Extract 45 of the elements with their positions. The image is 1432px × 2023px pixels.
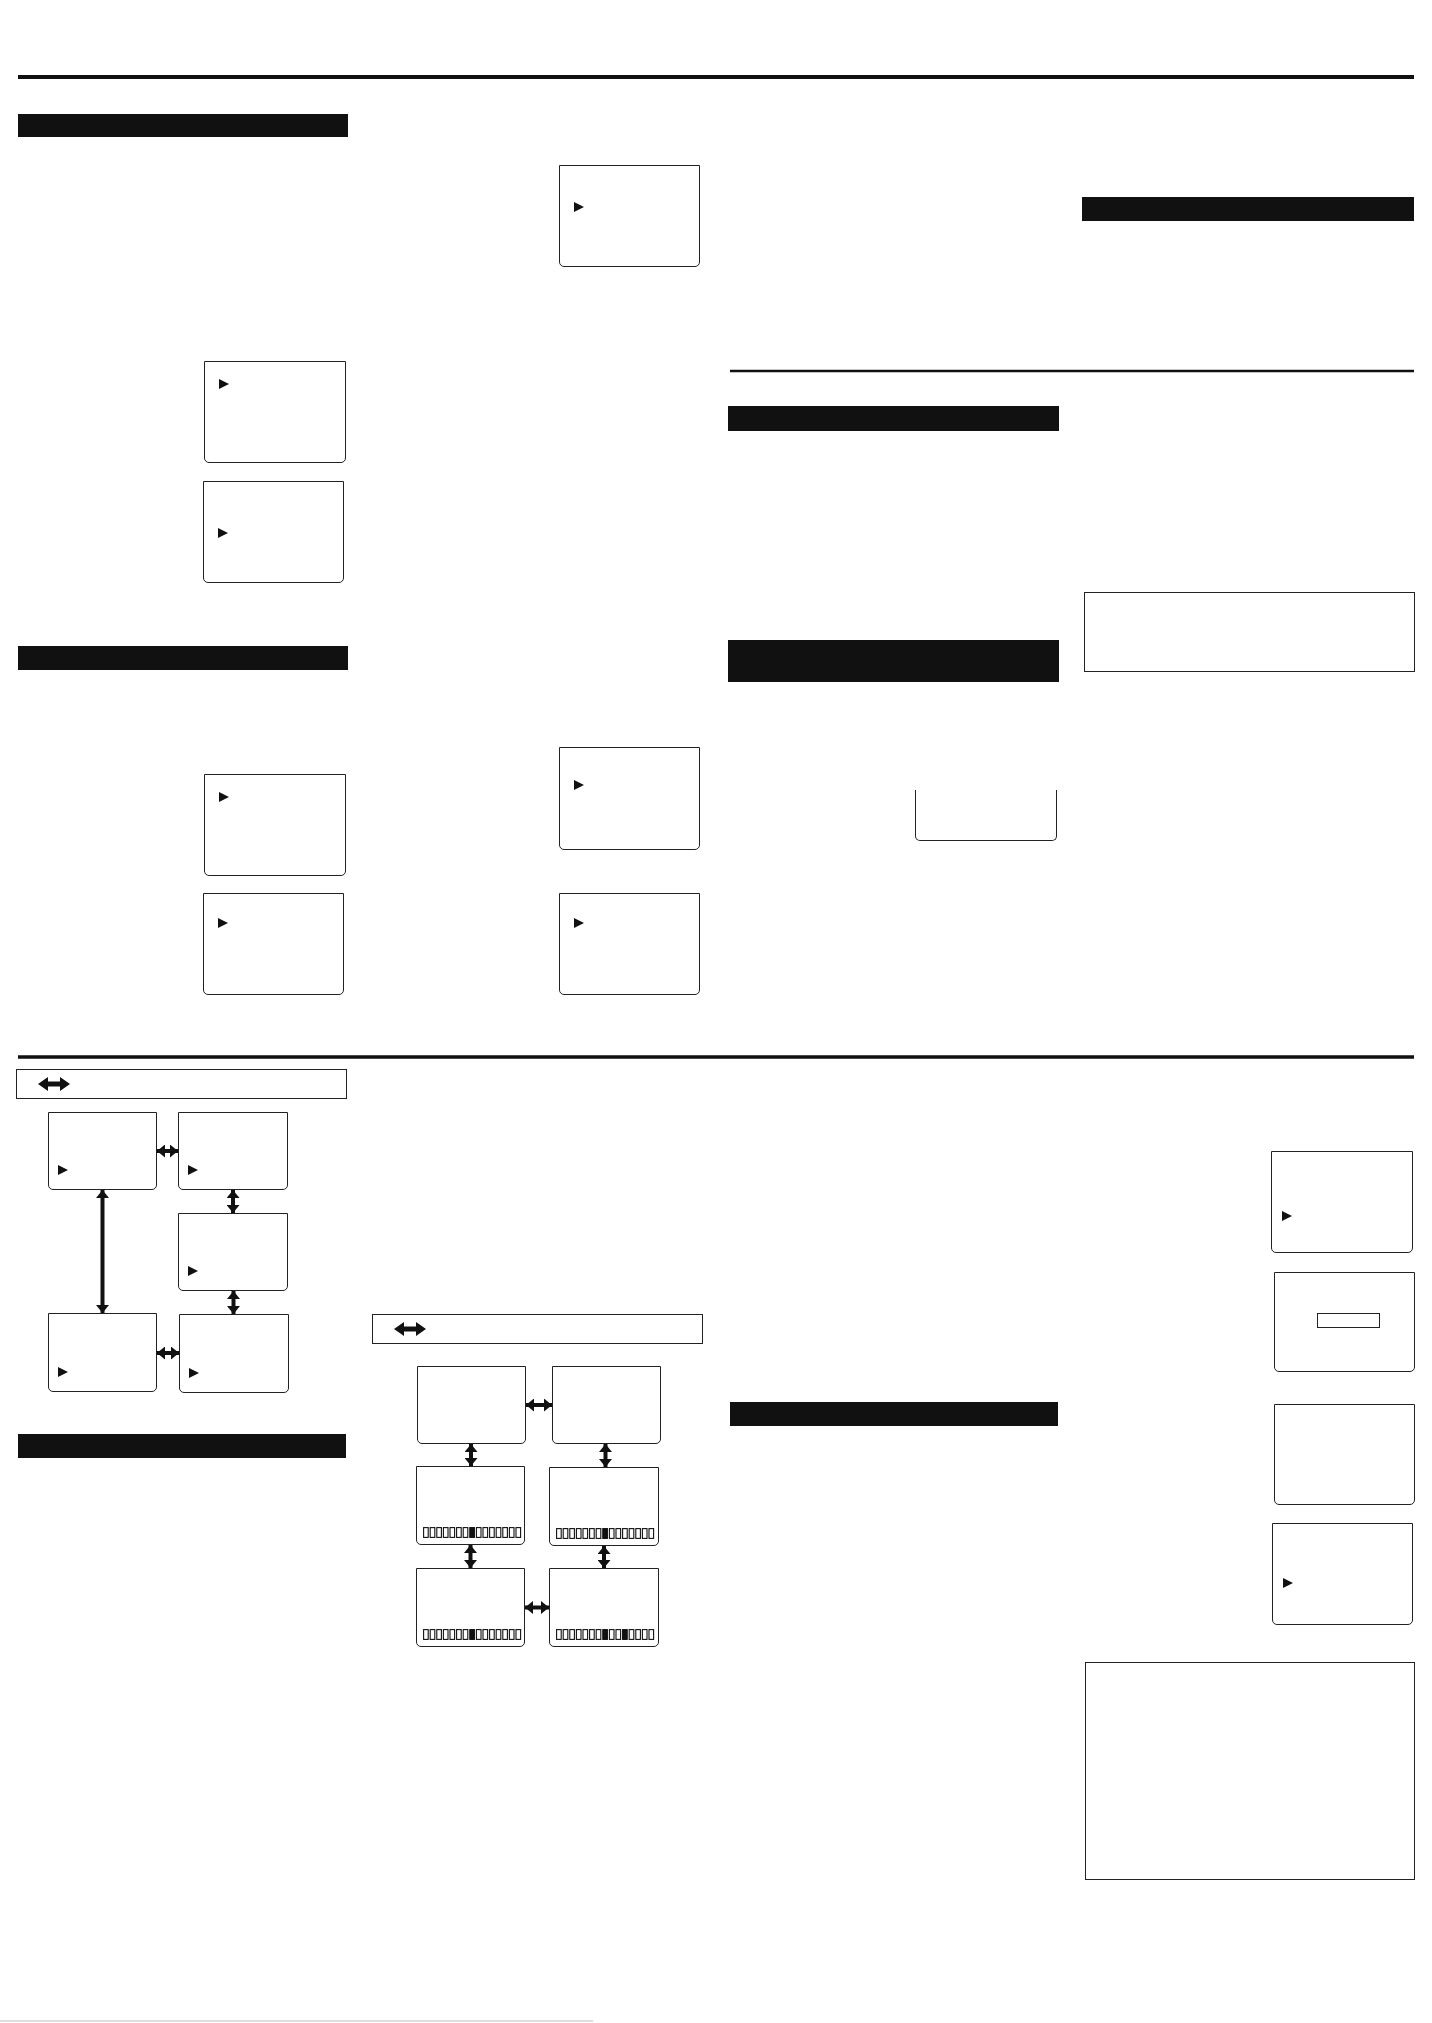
heading-bar — [18, 114, 348, 137]
screen-box — [203, 481, 344, 583]
heading-bar — [1082, 197, 1414, 221]
screen-box — [178, 1112, 288, 1190]
double-arrow — [526, 1398, 552, 1412]
double-arrow — [157, 1346, 179, 1360]
screen-box — [552, 1366, 661, 1444]
screen-box — [416, 1568, 525, 1647]
double-arrow — [599, 1444, 612, 1467]
heading-frame — [16, 1069, 347, 1099]
double-arrow — [227, 1291, 240, 1314]
heading-bar — [728, 640, 1059, 682]
screen-box — [1272, 1523, 1413, 1625]
screen-box — [416, 1466, 525, 1545]
note-box — [1085, 1662, 1415, 1880]
heading-bar — [730, 1402, 1058, 1426]
double-arrow — [597, 1546, 611, 1568]
screen-box — [1271, 1151, 1413, 1253]
double-arrow — [464, 1444, 478, 1466]
screen-box — [204, 361, 346, 463]
screen-box — [417, 1366, 526, 1444]
screen-box — [549, 1568, 659, 1647]
screen-box — [549, 1467, 659, 1546]
screen-box — [559, 165, 700, 267]
screen-box — [1274, 1404, 1415, 1505]
screen-box — [203, 893, 344, 995]
heading-bar — [728, 406, 1059, 431]
double-arrow — [464, 1545, 477, 1568]
screen-box — [179, 1314, 289, 1393]
double-arrow — [525, 1601, 549, 1614]
double-arrow — [96, 1190, 109, 1313]
double-arrow — [157, 1144, 178, 1158]
heading-bar — [18, 646, 348, 670]
screen-box — [48, 1313, 157, 1392]
screen-frame — [915, 790, 1057, 841]
heading-bar — [18, 1434, 346, 1458]
screen-box — [1274, 1272, 1415, 1372]
screen-box — [559, 893, 700, 995]
double-arrow — [226, 1190, 240, 1213]
screen-box — [178, 1213, 288, 1291]
screen-box — [48, 1112, 157, 1190]
note-box — [1084, 592, 1415, 672]
heading-frame — [372, 1314, 703, 1344]
screen-box — [204, 774, 346, 876]
screen-box — [559, 747, 700, 850]
